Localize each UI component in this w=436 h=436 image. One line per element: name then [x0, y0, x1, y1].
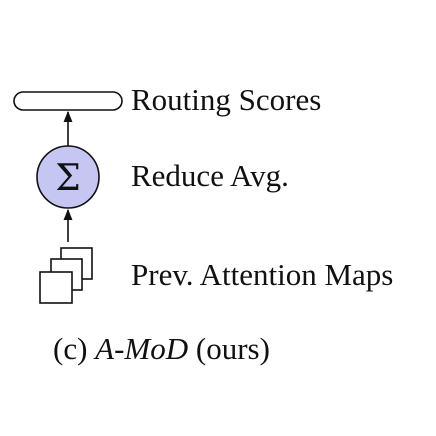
figure-caption: (c) A-MoD (ours) [53, 333, 270, 364]
sum-circle [36, 145, 100, 209]
caption-suffix: (ours) [188, 331, 270, 366]
attention-map-front [39, 271, 73, 304]
reduce-avg-label: Reduce Avg. [131, 158, 289, 193]
routing-scores-bar [13, 91, 123, 111]
caption-method: A-MoD [95, 331, 189, 366]
routing-scores-label: Routing Scores [131, 82, 322, 117]
prev-attention-maps-label: Prev. Attention Maps [131, 257, 394, 292]
sum-symbol: Σ [55, 158, 80, 199]
caption-prefix: (c) [53, 331, 96, 366]
